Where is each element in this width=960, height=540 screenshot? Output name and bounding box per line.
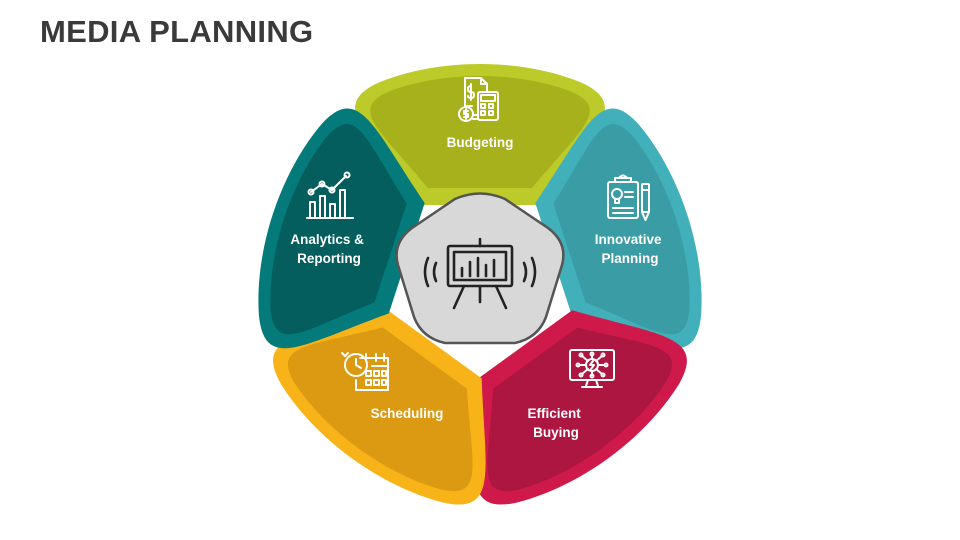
monitor-network-icon xyxy=(569,349,615,388)
budget-calculator-icon xyxy=(458,77,499,122)
presentation-board-icon xyxy=(423,237,537,310)
segment-label-budgeting: Budgeting xyxy=(447,135,514,150)
segment-label-scheduling: Scheduling xyxy=(371,406,444,421)
calendar-clock-icon xyxy=(341,352,389,391)
segment-label-analytics-reporting: Analytics & Reporting xyxy=(290,232,367,266)
center-pentagon xyxy=(395,192,565,345)
page-title: MEDIA PLANNING xyxy=(40,14,314,49)
segment-label-innovative-planning: Innovative Planning xyxy=(595,232,666,266)
growth-chart-icon xyxy=(306,171,354,219)
idea-clipboard-icon xyxy=(607,174,650,221)
center-hub xyxy=(395,192,565,345)
segment-label-efficient-buying: Efficient Buying xyxy=(527,406,584,440)
